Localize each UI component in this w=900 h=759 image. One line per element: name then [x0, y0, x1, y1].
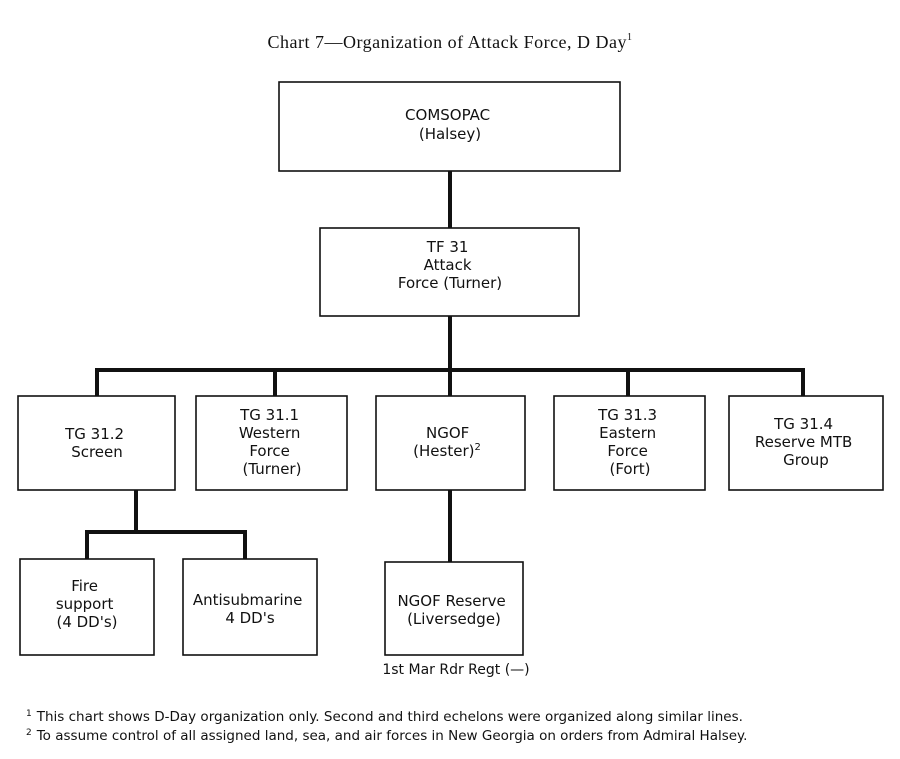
tg314-label: TG 31.4 Reserve MTB Group	[755, 415, 857, 469]
footnote-1-text: This chart shows D-Day organization only…	[36, 709, 743, 725]
tg311-label: TG 31.1 Western Force (Turner)	[239, 406, 305, 478]
footnote-2: 2 To assume control of all assigned land,…	[26, 728, 747, 744]
footnote-1-num: 1	[26, 709, 32, 719]
chart-title-footnote-ref: 1	[627, 32, 633, 43]
tg314-box	[728, 395, 884, 491]
antisubmarine-label: Antisubmarine 4 DD's	[193, 591, 307, 627]
chart-title-text: Chart 7—Organization of Attack Force, D …	[267, 32, 627, 52]
fire-support-box	[19, 558, 155, 656]
tg313-label: TG 31.3 Eastern Force (Fort)	[597, 406, 662, 478]
ngof-reserve-label: NGOF Reserve (Liversedge)	[397, 592, 510, 628]
footnote-2-text: To assume control of all assigned land, …	[36, 728, 748, 744]
antisubmarine-box	[182, 558, 318, 656]
ngof-label: NGOF (Hester)2	[413, 424, 481, 460]
ngof-footnote-ref: 2	[474, 442, 480, 453]
tf31-box	[319, 227, 580, 317]
tg312-label: TG 31.2 Screen	[64, 425, 129, 461]
comsopac-label: COMSOPAC (Halsey)	[405, 106, 495, 143]
footnote-2-num: 2	[26, 728, 32, 738]
comsopac-box	[278, 81, 621, 172]
chart-title: Chart 7—Organization of Attack Force, D …	[267, 32, 632, 52]
tf31-label: TF 31 Attack Force (Turner)	[398, 238, 502, 292]
ngof-box	[375, 395, 526, 491]
connectors	[85, 169, 805, 564]
tg313-box	[553, 395, 706, 491]
tg312-box	[17, 395, 176, 491]
tg311-box	[195, 395, 348, 491]
ngof-reserve-note: 1st Mar Rdr Regt (—)	[382, 662, 529, 678]
fire-support-label: Fire support (4 DD's)	[56, 577, 118, 631]
footnote-1: 1 This chart shows D-Day organization onl…	[26, 709, 743, 725]
ngof-reserve-box	[384, 561, 524, 656]
